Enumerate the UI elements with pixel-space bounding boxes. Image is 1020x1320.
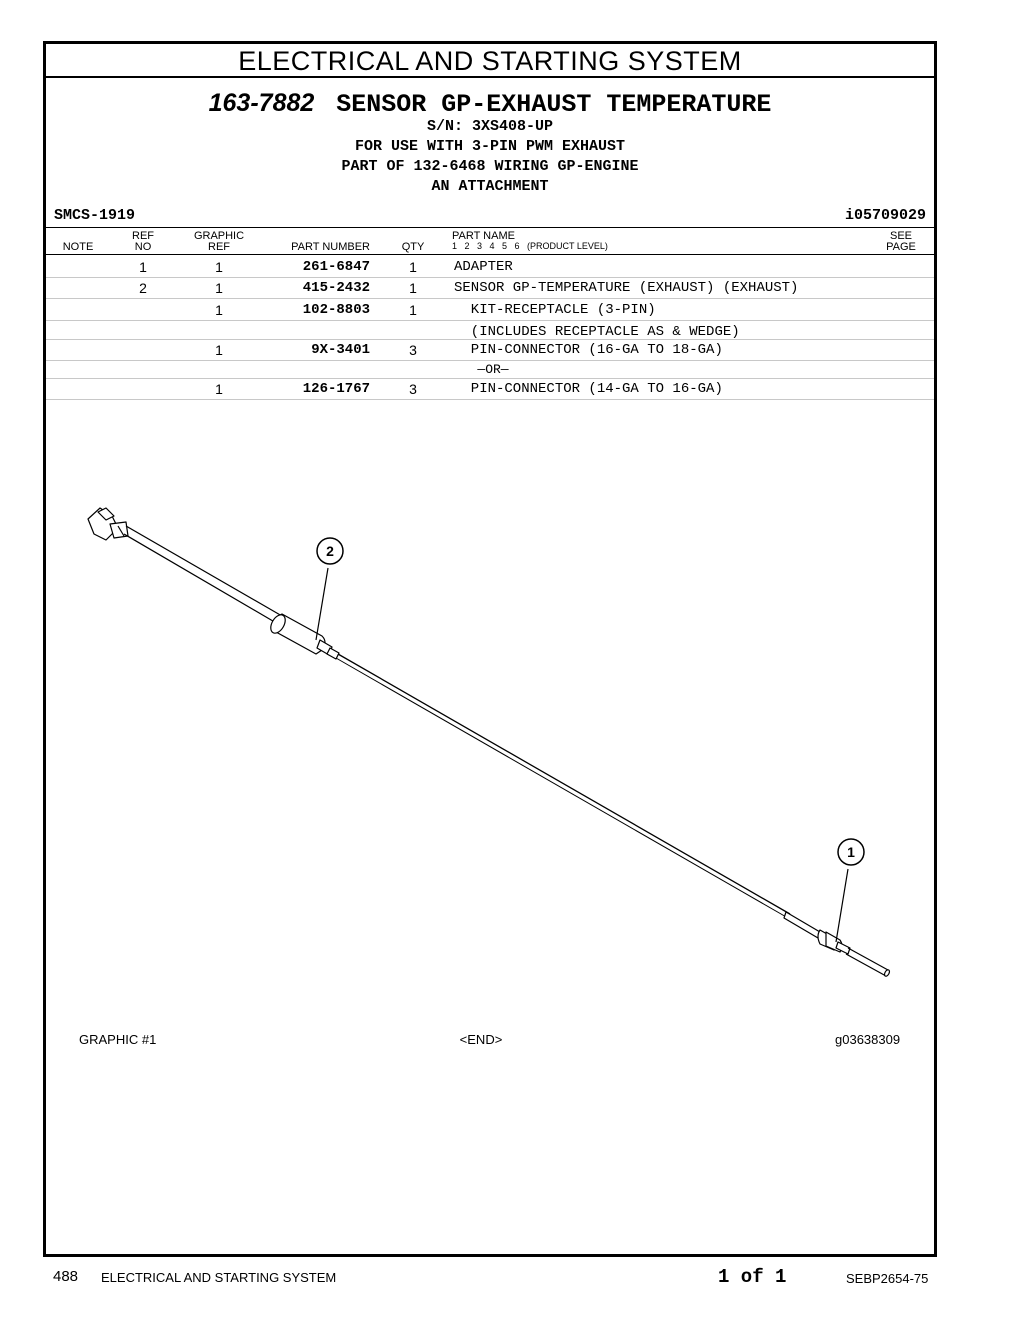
row-7-qty: 3	[409, 381, 417, 397]
row-rule	[46, 298, 934, 299]
col-ref-bottom: NO	[134, 241, 152, 253]
callout-1: 1	[847, 844, 855, 860]
serial-range: S/N: 3XS408-UP	[426, 118, 554, 135]
col-product-levels: 1 2 3 4 5 6 (PRODUCT LEVEL)	[452, 241, 608, 251]
parent-part-note: PART OF 132-6468 WIRING GP-ENGINE	[341, 158, 639, 175]
row-6-alternate: —OR—	[454, 362, 509, 377]
row-1-qty: 1	[409, 259, 417, 275]
row-rule	[46, 339, 934, 340]
row-3-part-name: KIT-RECEPTACLE (3-PIN)	[454, 302, 656, 318]
col-ref-top: REF	[132, 230, 154, 242]
row-4-part-name: (INCLUDES RECEPTACLE AS & WEDGE)	[454, 324, 740, 340]
col-part-name: PART NAME	[452, 230, 515, 242]
row-1-part-number: 261-6847	[302, 259, 370, 275]
row-3-part-number: 102-8803	[302, 302, 370, 318]
usage-note: FOR USE WITH 3-PIN PWM EXHAUST	[354, 138, 626, 155]
footer-page-number: 488	[53, 1268, 79, 1285]
col-see-top: SEE	[889, 230, 912, 242]
illustration-id: i05709029	[844, 207, 926, 224]
connector-illustration	[87, 507, 129, 541]
footer-section: ELECTRICAL AND STARTING SYSTEM	[101, 1270, 337, 1285]
row-5-qty: 3	[409, 342, 417, 358]
col-see-bottom: PAGE	[886, 241, 916, 253]
row-rule	[46, 320, 934, 321]
header-rule	[46, 254, 934, 255]
adapter-illustration	[817, 929, 851, 955]
attachment-note: AN ATTACHMENT	[431, 178, 549, 195]
row-3-graphic: 1	[215, 302, 223, 318]
row-2-ref: 2	[139, 280, 147, 296]
row-3-qty: 1	[409, 302, 417, 318]
row-1-part-name: ADAPTER	[454, 259, 513, 275]
col-qty: QTY	[401, 241, 425, 253]
col-note: NOTE	[62, 241, 94, 253]
graphic-label: GRAPHIC #1	[79, 1032, 157, 1047]
row-2-qty: 1	[409, 280, 417, 296]
col-graphic-bottom: REF	[208, 241, 230, 253]
row-7-graphic: 1	[215, 381, 223, 397]
row-1-graphic: 1	[215, 259, 223, 275]
row-rule	[46, 360, 934, 361]
part-title: SENSOR GP-EXHAUST TEMPERATURE	[336, 90, 772, 119]
end-marker: <END>	[459, 1032, 503, 1047]
part-number-title: 163-7882	[208, 89, 315, 117]
row-5-part-number: 9X-3401	[311, 342, 370, 358]
row-rule	[46, 378, 934, 379]
row-5-part-name: PIN-CONNECTOR (16-GA TO 18-GA)	[454, 342, 723, 358]
row-7-part-number: 126-1767	[302, 381, 370, 397]
table-top-rule	[46, 227, 934, 228]
footer-document-id: SEBP2654-75	[846, 1271, 929, 1286]
sensor-illustration: 2 1	[87, 507, 891, 977]
part-heading: 163-7882 SENSOR GP-EXHAUST TEMPERATURE	[46, 88, 934, 120]
graphic-id: g03638309	[835, 1032, 901, 1047]
row-5-graphic: 1	[215, 342, 223, 358]
row-rule	[46, 399, 934, 400]
row-1-ref: 1	[139, 259, 147, 275]
row-2-part-name: SENSOR GP-TEMPERATURE (EXHAUST) (EXHAUST…	[454, 280, 799, 296]
col-graphic-top: GRAPHIC	[193, 230, 245, 242]
sleeve-illustration	[270, 613, 326, 655]
callout-2: 2	[326, 543, 334, 559]
row-2-graphic: 1	[215, 280, 223, 296]
col-part-number: PART NUMBER	[291, 241, 370, 253]
row-rule	[46, 277, 934, 278]
footer-page-count: 1 of 1	[718, 1266, 787, 1288]
row-2-part-number: 415-2432	[302, 280, 370, 296]
row-7-part-name: PIN-CONNECTOR (14-GA TO 16-GA)	[454, 381, 723, 397]
smcs-code: SMCS-1919	[54, 207, 136, 224]
section-title: ELECTRICAL AND STARTING SYSTEM	[46, 44, 934, 78]
